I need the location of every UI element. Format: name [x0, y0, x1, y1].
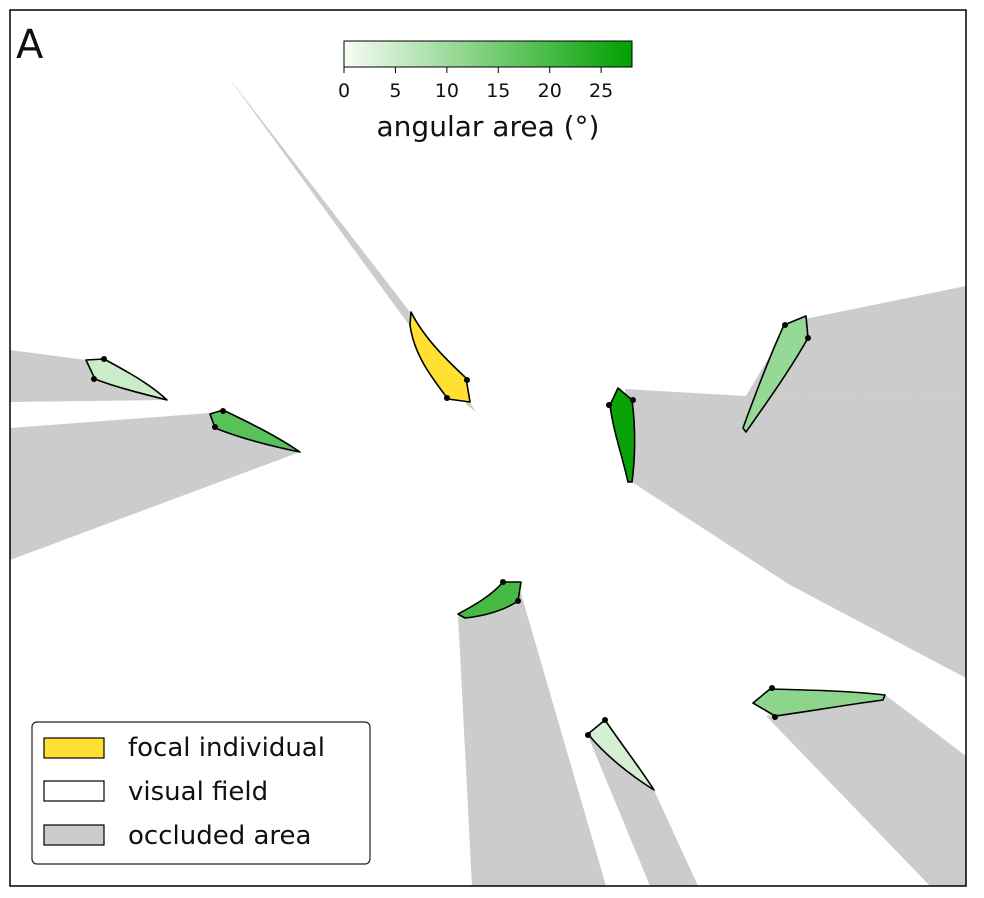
neighbor-bottom-mid: [587, 719, 655, 791]
colorbar-tick-label: 5: [389, 80, 401, 102]
colorbar-tick-label: 0: [338, 80, 350, 102]
legend-label-focal: focal individual: [128, 733, 325, 763]
colorbar-tick-label: 10: [435, 80, 459, 102]
occlusion-wedge-bottom-right: [766, 694, 966, 886]
eyes: [91, 322, 811, 738]
neighbor-center-right: [609, 387, 636, 483]
colorbar-tick-label: 15: [486, 80, 510, 102]
legend-swatch-occluded: [43, 824, 105, 846]
legend-label-occluded: occluded area: [128, 821, 311, 851]
panel-label: A: [16, 22, 44, 68]
neighbor-bottom-right: [752, 688, 886, 717]
individuals: [85, 311, 886, 791]
occlusion-wedge-bottom-center: [458, 590, 606, 886]
colorbar: 0 5 10 15 20 25 angular area (°): [338, 40, 633, 143]
occlusion-wedge-right-top: [746, 286, 966, 396]
neighbor-left-top: [85, 358, 168, 401]
colorbar-tick-label: 20: [538, 80, 562, 102]
colorbar-ticks: 0 5 10 15 20 25: [338, 67, 613, 102]
neighbor-right-top: [742, 315, 809, 433]
neighbor-left-mid: [209, 409, 301, 453]
legend-swatch-visual-field: [43, 780, 105, 802]
occlusion-wedge-bottom-mid: [588, 736, 698, 886]
occlusion-wedge-center-right: [625, 389, 966, 678]
legend-item-visual-field: visual field: [43, 777, 268, 807]
occlusion-wedge-left-mid: [10, 413, 300, 560]
legend-label-visual-field: visual field: [128, 777, 268, 807]
colorbar-gradient: [343, 40, 633, 68]
legend-box: [31, 721, 371, 865]
focal-individual: [409, 311, 471, 403]
legend-item-focal: focal individual: [43, 733, 325, 763]
plot-frame: [9, 9, 967, 887]
colorbar-label: angular area (°): [377, 110, 600, 143]
legend-swatch-focal: [43, 737, 105, 759]
legend-item-occluded: occluded area: [43, 821, 311, 851]
neighbor-bottom-center: [457, 581, 522, 619]
colorbar-tick-label: 25: [589, 80, 613, 102]
legend: focal individual visual field occluded a…: [31, 721, 371, 865]
